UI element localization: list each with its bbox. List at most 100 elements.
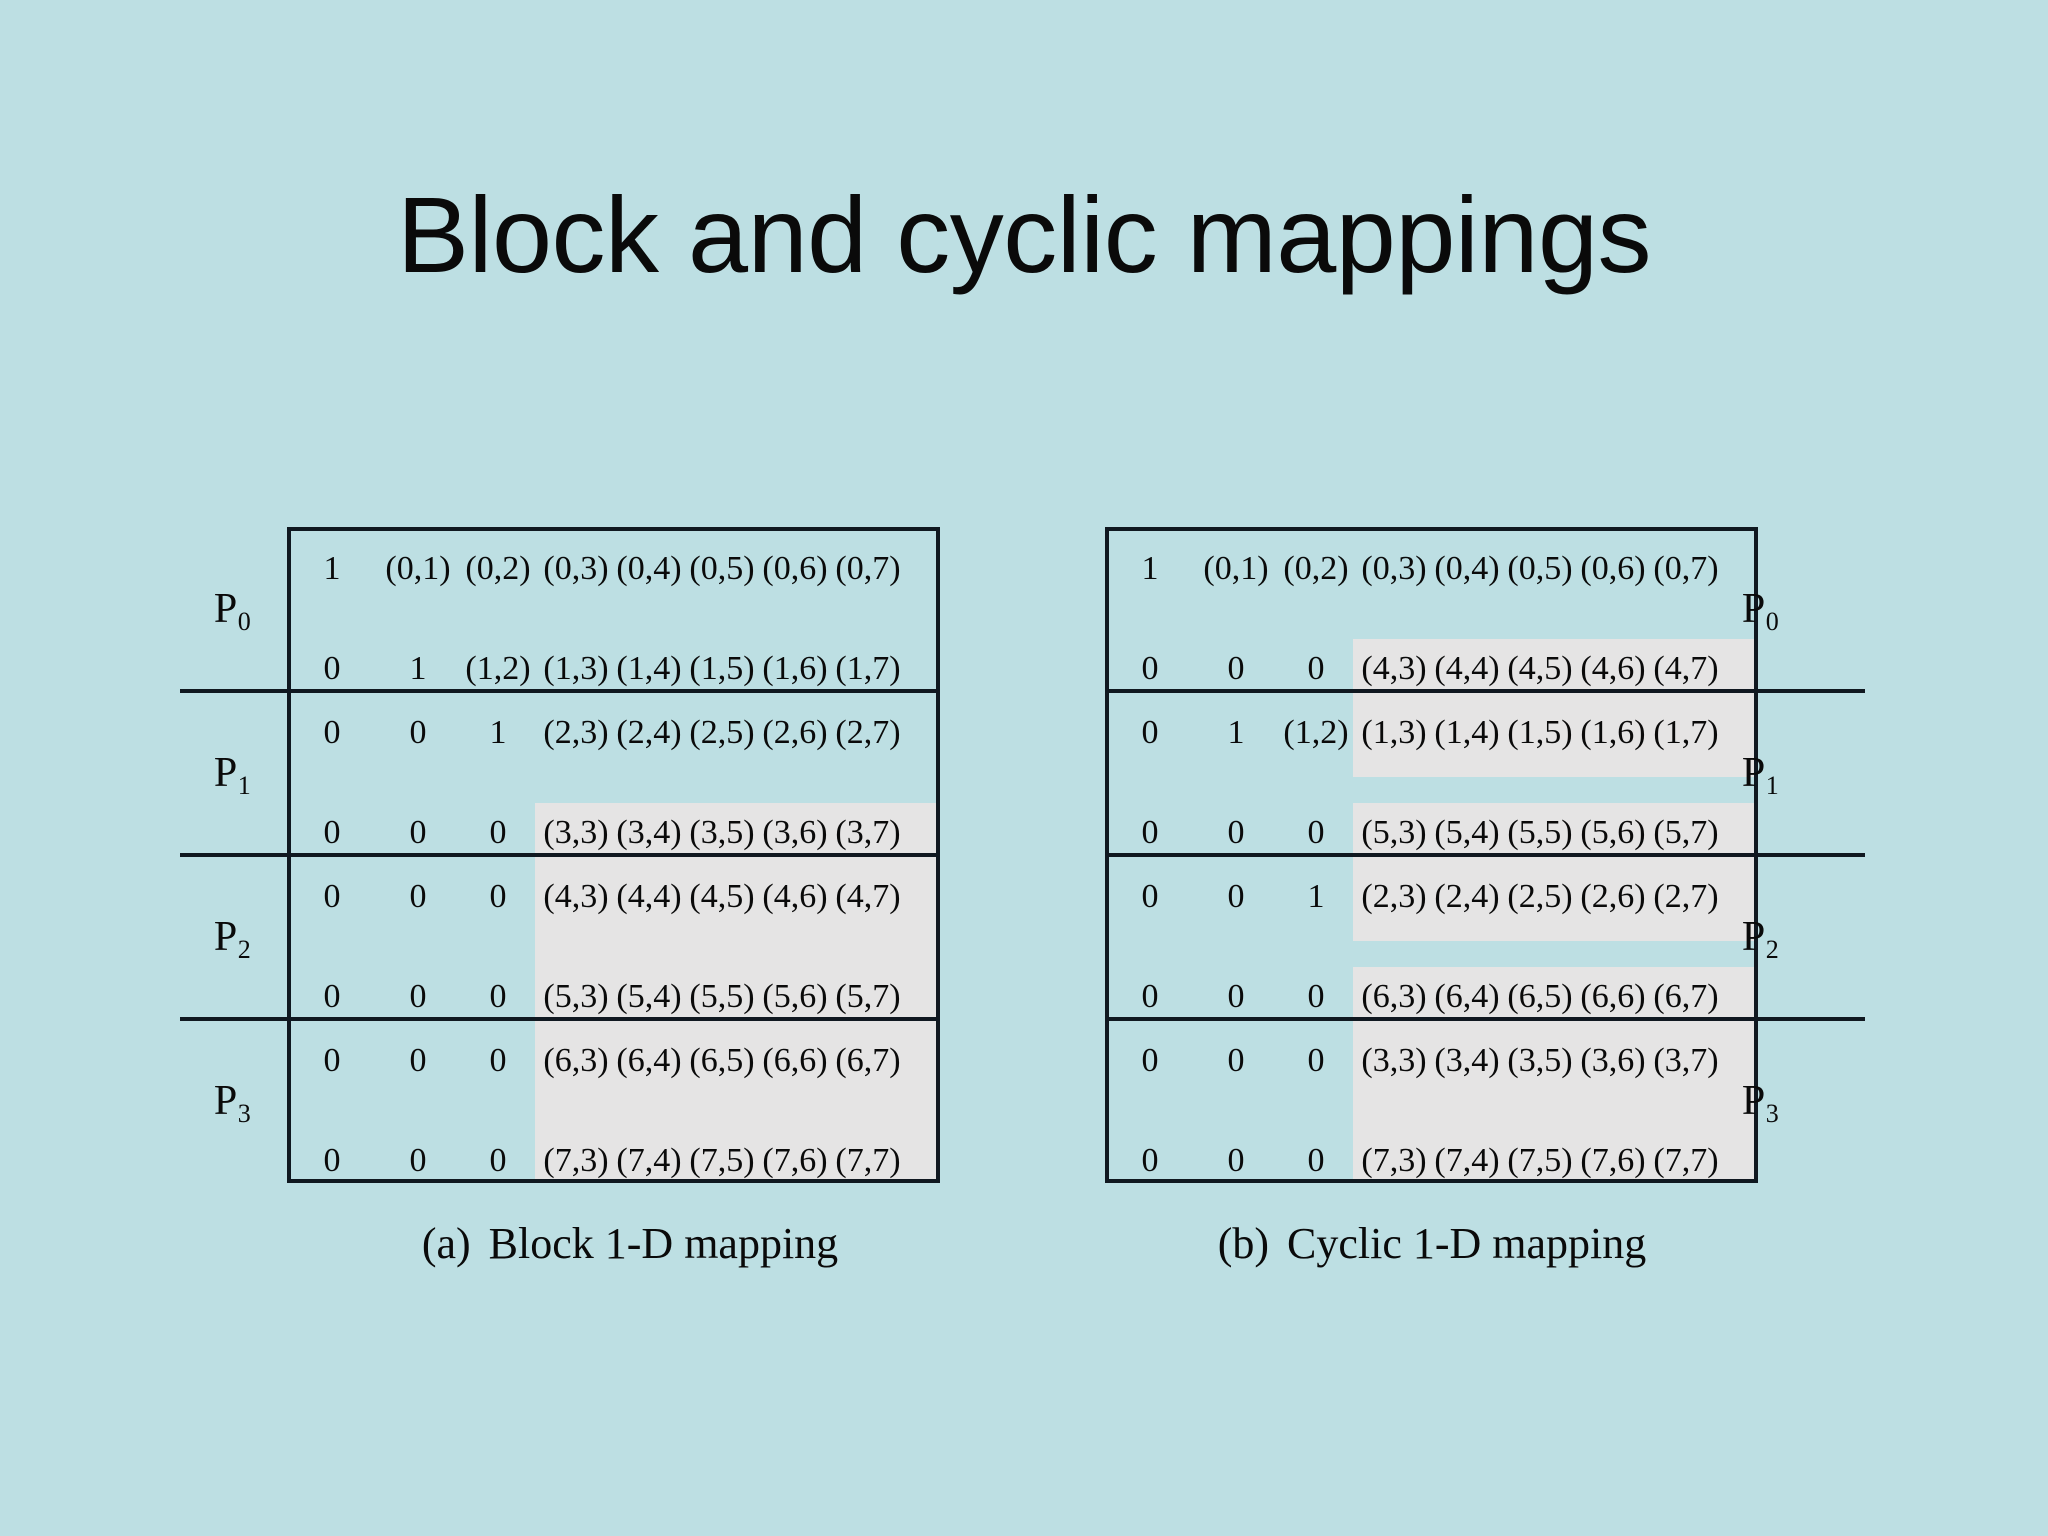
matrix-cell: (6,7) xyxy=(835,1041,901,1079)
matrix-cell: 0 xyxy=(323,1141,341,1179)
matrix-cell: (1,5) xyxy=(689,649,755,687)
processor-label-p3: P3 xyxy=(1742,1080,1779,1126)
processor-label-text: P xyxy=(1741,750,1766,796)
matrix-cell: 1 xyxy=(1141,549,1159,587)
matrix-cell: (3,4) xyxy=(1434,1041,1500,1079)
matrix-cell: 0 xyxy=(489,813,507,851)
shaded-region xyxy=(535,1023,936,1131)
matrix-cell: 0 xyxy=(489,877,507,915)
matrix-cell: (6,3) xyxy=(543,1041,609,1079)
matrix-cell: (4,3) xyxy=(543,877,609,915)
matrix-cell: (7,6) xyxy=(1580,1141,1646,1179)
matrix-cell: 0 xyxy=(323,813,341,851)
matrix-cell: (4,5) xyxy=(689,877,755,915)
processor-label-p2: P2 xyxy=(1741,914,1779,962)
matrix-cell: (0,5) xyxy=(689,549,755,587)
processor-separator-rule xyxy=(1105,1017,1865,1021)
matrix-cell: (3,3) xyxy=(1361,1041,1427,1079)
processor-label-text: P xyxy=(213,1078,238,1124)
matrix-cell: (0,3) xyxy=(543,549,609,587)
matrix-cell: 0 xyxy=(1227,977,1245,1015)
processor-label-index: 0 xyxy=(1765,606,1779,636)
matrix-cell: (4,4) xyxy=(616,877,682,915)
processor-label-index: 2 xyxy=(1765,934,1779,964)
processor-separator-rule xyxy=(180,853,940,857)
matrix-cell: (0,3) xyxy=(1361,549,1427,587)
matrix-cell: (6,6) xyxy=(762,1041,828,1079)
processor-label-index: 1 xyxy=(237,770,251,800)
processor-separator-rule xyxy=(1105,689,1865,693)
matrix-cell: (6,4) xyxy=(616,1041,682,1079)
matrix-cell: (2,6) xyxy=(1580,877,1646,915)
matrix-cell: (6,3) xyxy=(1361,977,1427,1015)
matrix-cell: (7,7) xyxy=(835,1141,901,1179)
matrix-cell: 0 xyxy=(1307,1041,1325,1079)
processor-label-text: P xyxy=(213,750,238,796)
matrix-cell: (3,5) xyxy=(689,813,755,851)
shaded-region xyxy=(1353,1023,1754,1131)
matrix-cell: (3,7) xyxy=(1653,1041,1719,1079)
processor-separator-rule xyxy=(180,689,940,693)
matrix-cell: 1 xyxy=(323,549,341,587)
matrix-cell: 0 xyxy=(323,1041,341,1079)
processor-label-p0: P0 xyxy=(213,586,251,634)
matrix-cell: (1,3) xyxy=(1361,713,1427,751)
matrix-cell: 0 xyxy=(323,713,341,751)
processor-label-text: P xyxy=(213,914,238,960)
processor-label-index: 2 xyxy=(237,934,251,964)
matrix-cell: (0,6) xyxy=(762,549,828,587)
matrix-cell: 0 xyxy=(323,649,341,687)
matrix-cell: (2,5) xyxy=(1507,877,1573,915)
matrix-cell: 0 xyxy=(409,877,427,915)
matrix-cell: (3,3) xyxy=(543,813,609,851)
matrix-cell: (0,2) xyxy=(1283,549,1349,587)
matrix-cell: (7,4) xyxy=(1434,1141,1500,1179)
shaded-region xyxy=(1353,1131,1754,1179)
processor-label-text: P xyxy=(1741,586,1766,632)
figure-caption-block: (a)Block 1-D mapping xyxy=(422,1222,838,1266)
matrix-cell: 0 xyxy=(1227,649,1245,687)
matrix-cell: (5,6) xyxy=(1580,813,1646,851)
matrix-cell: 0 xyxy=(1227,813,1245,851)
matrix-cell: (1,6) xyxy=(1580,713,1646,751)
processor-label-text: P xyxy=(1741,914,1766,960)
matrix-cell: (3,6) xyxy=(1580,1041,1646,1079)
matrix-cell: (0,4) xyxy=(1434,549,1500,587)
matrix-cell: (4,6) xyxy=(1580,649,1646,687)
matrix-cell: (5,7) xyxy=(835,977,901,1015)
matrix-cell: 0 xyxy=(1141,713,1159,751)
processor-label-p1: P1 xyxy=(213,750,251,798)
processor-label-text: P xyxy=(213,586,238,632)
matrix-cell: 0 xyxy=(323,877,341,915)
matrix-cell: 0 xyxy=(409,713,427,751)
matrix-cell: 0 xyxy=(1141,1141,1159,1179)
matrix-cell: (7,4) xyxy=(616,1141,682,1179)
matrix-cell: (7,3) xyxy=(543,1141,609,1179)
matrix-cell: (1,7) xyxy=(1653,713,1719,751)
matrix-cell: (1,4) xyxy=(1434,713,1500,751)
processor-label-index: 0 xyxy=(237,606,251,636)
matrix-cell: (3,4) xyxy=(616,813,682,851)
matrix-cell: (5,5) xyxy=(689,977,755,1015)
matrix-cell: 0 xyxy=(1141,977,1159,1015)
matrix-cell: 0 xyxy=(1141,649,1159,687)
matrix-cell: (7,3) xyxy=(1361,1141,1427,1179)
matrix-cell: (5,3) xyxy=(1361,813,1427,851)
caption-tag: (a) xyxy=(421,1219,471,1268)
matrix-cell: 0 xyxy=(409,977,427,1015)
matrix-cell: (5,3) xyxy=(543,977,609,1015)
matrix-cell: (4,4) xyxy=(1434,649,1500,687)
matrix-cell: (2,3) xyxy=(543,713,609,751)
matrix-cell: (5,4) xyxy=(616,977,682,1015)
matrix-cell: (1,2) xyxy=(465,649,531,687)
matrix-cell: (1,3) xyxy=(543,649,609,687)
matrix-cell: 0 xyxy=(1307,1141,1325,1179)
matrix-cell: 0 xyxy=(1227,877,1245,915)
figure-caption-cyclic: (b)Cyclic 1-D mapping xyxy=(1218,1222,1647,1266)
